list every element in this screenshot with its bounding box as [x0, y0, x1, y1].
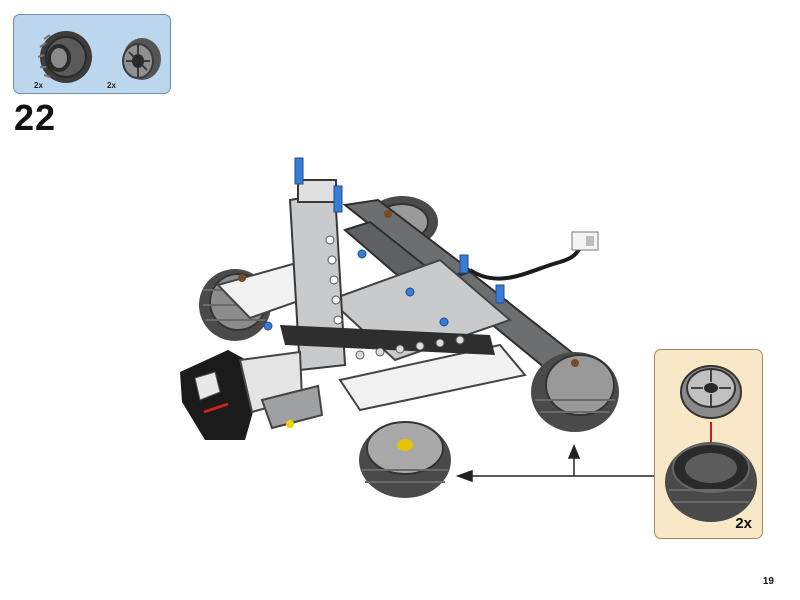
tire-icon — [665, 442, 757, 522]
rim-icon — [680, 365, 742, 419]
rim-quantity: 2x — [107, 81, 116, 90]
parts-list-illustrations — [37, 31, 161, 83]
subassembly-callout: 2x — [654, 349, 763, 539]
white-panel-front — [338, 343, 527, 412]
dark-front-beam — [280, 325, 495, 355]
front-wheel — [359, 421, 451, 498]
front-beam-holes — [355, 335, 465, 360]
callout-arrows — [455, 444, 654, 483]
rim-part-icon — [122, 38, 161, 80]
parts-list-box: 2x 2x — [13, 14, 171, 94]
large-motor — [180, 350, 324, 440]
cable-connector — [571, 231, 599, 251]
tower-top-block — [297, 179, 337, 203]
callout-illustration — [665, 365, 757, 522]
tire-quantity: 2x — [34, 81, 43, 90]
callout-quantity: 2x — [735, 515, 752, 532]
page-number: 19 — [762, 576, 774, 587]
sensor-cable — [468, 243, 587, 281]
blue-axle-pegs — [263, 157, 505, 331]
step-number: 22 — [14, 97, 57, 138]
right-wheel — [531, 352, 619, 432]
tire-part-icon — [37, 31, 92, 83]
